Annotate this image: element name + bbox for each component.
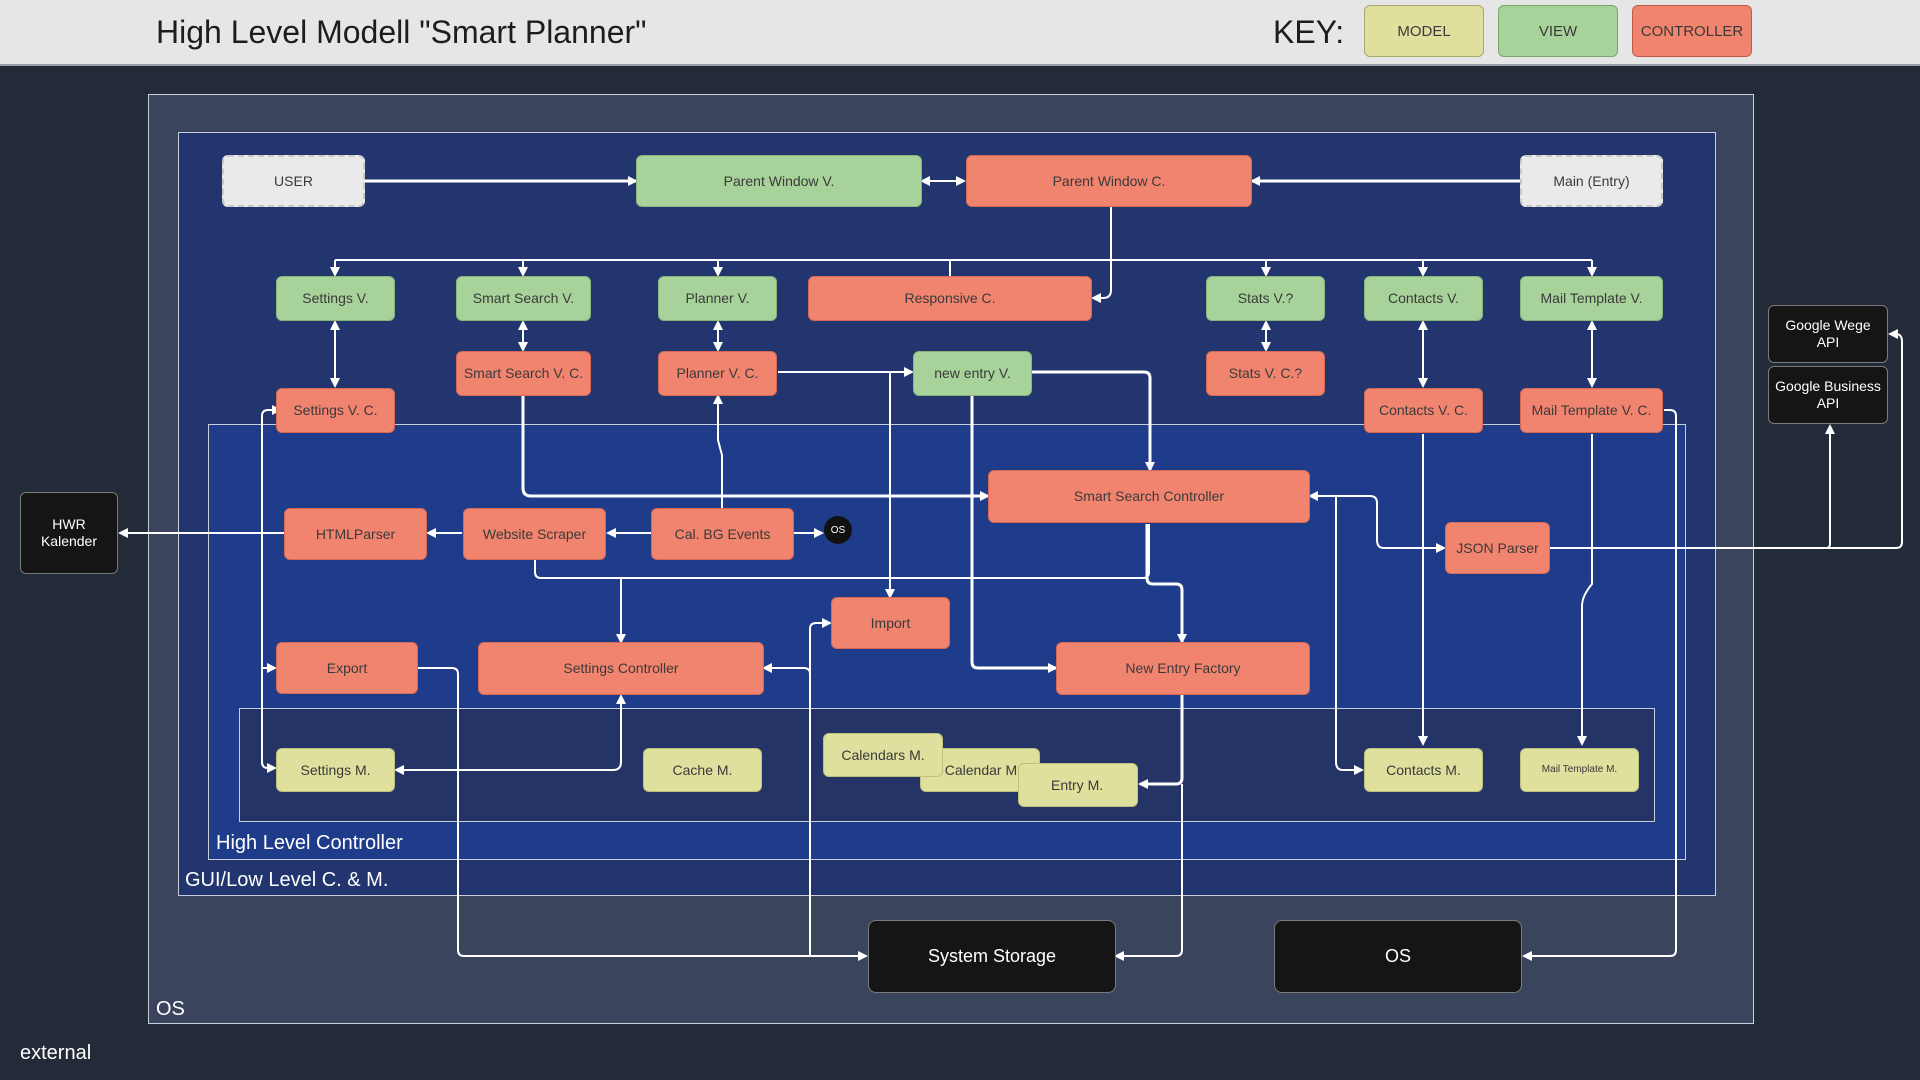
settings-view-controller-node[interactable]: Settings V. C.	[276, 388, 395, 433]
entry-model-node[interactable]: Entry M.	[1018, 763, 1138, 807]
page-title: High Level Modell "Smart Planner"	[156, 14, 647, 50]
planner-view-node[interactable]: Planner V.	[658, 276, 777, 321]
import-node[interactable]: Import	[831, 597, 950, 649]
header-bar: High Level Modell "Smart Planner" KEY: M…	[0, 0, 1920, 66]
stats-view-controller-node[interactable]: Stats V. C.?	[1206, 351, 1325, 396]
google-business-api-node[interactable]: Google Business API	[1768, 366, 1888, 424]
parent-window-view-node[interactable]: Parent Window V.	[636, 155, 922, 207]
responsive-controller-node[interactable]: Responsive C.	[808, 276, 1092, 321]
key-model-chip: MODEL	[1364, 5, 1484, 57]
hwr-kalender-node[interactable]: HWR Kalender	[20, 492, 118, 574]
smart-search-view-controller-node[interactable]: Smart Search V. C.	[456, 351, 591, 396]
key-view-chip: VIEW	[1498, 5, 1618, 57]
system-storage-node[interactable]: System Storage	[868, 920, 1116, 993]
mail-template-view-controller-node[interactable]: Mail Template V. C.	[1520, 388, 1663, 433]
contacts-view-node[interactable]: Contacts V.	[1364, 276, 1483, 321]
cache-model-node[interactable]: Cache M.	[643, 748, 762, 792]
gui-label: GUI/Low Level C. & M.	[185, 869, 389, 891]
export-node[interactable]: Export	[276, 642, 418, 694]
cal-bg-events-node[interactable]: Cal. BG Events	[651, 508, 794, 560]
smart-search-view-node[interactable]: Smart Search V.	[456, 276, 591, 321]
smart-search-controller-node[interactable]: Smart Search Controller	[988, 470, 1310, 523]
settings-model-node[interactable]: Settings M.	[276, 748, 395, 792]
website-scraper-node[interactable]: Website Scraper	[463, 508, 606, 560]
planner-view-controller-node[interactable]: Planner V. C.	[658, 351, 777, 396]
key-controller-chip: CONTROLLER	[1632, 5, 1752, 57]
html-parser-node[interactable]: HTMLParser	[284, 508, 427, 560]
user-node[interactable]: USER	[222, 155, 365, 207]
settings-view-node[interactable]: Settings V.	[276, 276, 395, 321]
json-parser-node[interactable]: JSON Parser	[1445, 522, 1550, 574]
parent-window-controller-node[interactable]: Parent Window C.	[966, 155, 1252, 207]
stats-view-node[interactable]: Stats V.?	[1206, 276, 1325, 321]
os-node[interactable]: OS	[1274, 920, 1522, 993]
main-entry-node[interactable]: Main (Entry)	[1520, 155, 1663, 207]
mail-template-model-node[interactable]: Mail Template M.	[1520, 748, 1639, 792]
calendars-model-node[interactable]: Calendars M.	[823, 733, 943, 777]
mail-template-view-node[interactable]: Mail Template V.	[1520, 276, 1663, 321]
external-label: external	[20, 1042, 92, 1064]
key-label: KEY:	[1273, 14, 1345, 50]
os-badge: OS	[824, 516, 852, 544]
new-entry-factory-node[interactable]: New Entry Factory	[1056, 642, 1310, 695]
hlc-label: High Level Controller	[216, 832, 403, 854]
os-label: OS	[156, 998, 185, 1020]
contacts-view-controller-node[interactable]: Contacts V. C.	[1364, 388, 1483, 433]
settings-controller-node[interactable]: Settings Controller	[478, 642, 764, 695]
google-wege-api-node[interactable]: Google Wege API	[1768, 305, 1888, 363]
contacts-model-node[interactable]: Contacts M.	[1364, 748, 1483, 792]
new-entry-view-node[interactable]: new entry V.	[913, 351, 1032, 396]
